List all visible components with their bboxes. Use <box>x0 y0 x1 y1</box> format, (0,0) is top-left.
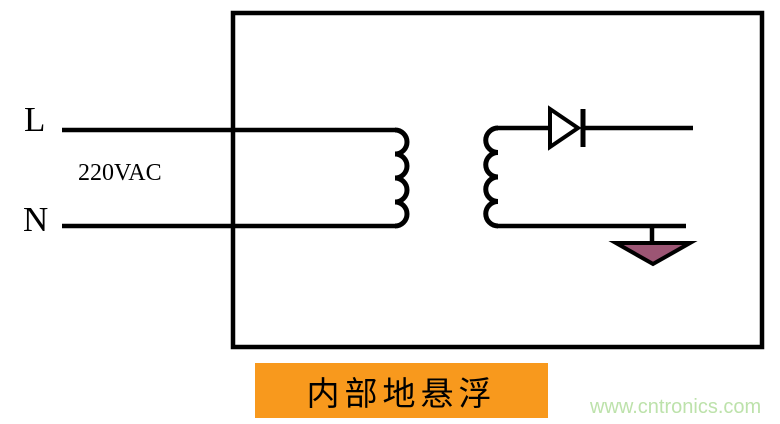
caption-text: 内部地悬浮 <box>306 376 497 413</box>
voltage-label: 220VAC <box>78 160 162 186</box>
line-label: L <box>24 100 46 139</box>
transformer-secondary-coil-icon <box>483 125 499 229</box>
caption-box: 内部地悬浮 <box>255 363 548 418</box>
transformer-primary-coil-icon <box>394 127 410 229</box>
diode-icon <box>548 105 586 151</box>
enclosure-box <box>230 10 765 350</box>
neutral-label: N <box>23 200 49 239</box>
diode-anode-triangle <box>548 105 582 151</box>
ground-triangle <box>608 241 698 267</box>
floating-ground-icon <box>608 226 698 267</box>
watermark-text: www.cntronics.com <box>590 396 762 418</box>
